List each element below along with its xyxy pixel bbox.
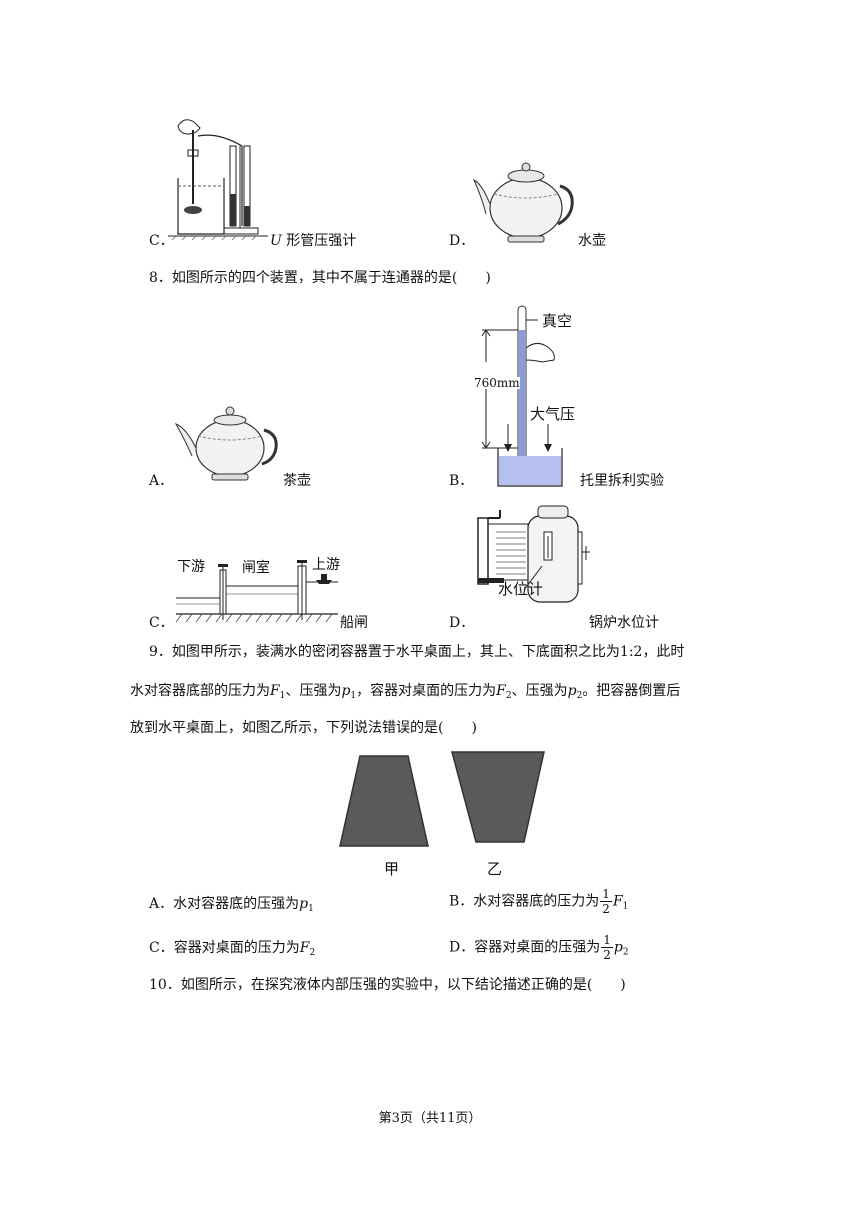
q7-option-d-label: 水壶: [578, 233, 606, 249]
q7-option-c-label-text: 形管压强计: [281, 233, 357, 249]
symbol-p: p: [567, 683, 577, 699]
fig-upstream-label: 上游: [312, 557, 340, 573]
q7-option-c-letter[interactable]: C．: [149, 233, 174, 249]
subscript-1: 1: [308, 904, 314, 914]
q8-option-b-letter[interactable]: B．: [449, 473, 474, 489]
q8-option-b-label: 托里拆利实验: [580, 473, 664, 489]
q10-stem-text: 10．如图所示，在探究液体内部压强的实验中，以下结论描述正确的是: [149, 977, 587, 993]
q9-answer-paren[interactable]: ( ): [438, 720, 477, 736]
q8-option-d-label: 锅炉水位计: [589, 615, 659, 631]
q8-option-a-label: 茶壶: [283, 473, 311, 489]
q8-option-d-letter[interactable]: D．: [449, 615, 475, 631]
q9-option-b-letter: B．: [449, 893, 474, 910]
kettle-figure-q7: [472, 162, 574, 243]
q9-stem-line-1: 9．如图甲所示，装满水的密闭容器置于水平桌面上，其上、下底面积之比为1:2，此时: [149, 645, 684, 659]
q9-option-d-letter: D．: [449, 939, 475, 956]
subscript-2: 2: [576, 691, 583, 701]
containers-figure: [339, 751, 545, 847]
q9-line2-text-d: 、压强为: [511, 683, 568, 699]
q9-line2-text-a: 水对容器底部的压力为: [130, 683, 270, 699]
q9-line2-text-b: 、压强为: [285, 683, 342, 699]
q8-option-c-letter[interactable]: C．: [149, 615, 174, 631]
q8-stem: 8．如图所示的四个装置，其中不属于连通器的是( ): [149, 271, 491, 285]
symbol-F: F: [270, 683, 280, 699]
page-footer: 第3页（共11页）: [378, 1111, 482, 1126]
boiler-water-gauge-figure: [477, 505, 590, 603]
symbol-F: F: [612, 893, 623, 910]
q9-option-a-letter: A．: [149, 896, 174, 912]
torricelli-figure: [481, 305, 563, 487]
symbol-F: F: [299, 940, 310, 956]
q9-line3-text: 放到水平桌面上，如图乙所示，下列说法错误的是: [130, 720, 438, 736]
q9-option-b-text: 水对容器底的压力为: [473, 893, 600, 910]
subscript-2: 2: [622, 947, 629, 958]
q9-option-c[interactable]: C．容器对桌面的压力为F2: [149, 941, 315, 958]
q9-line2-text-e: 。把容器倒置后: [582, 683, 681, 699]
q9-option-c-letter: C．: [149, 940, 174, 956]
q9-option-a-text: 水对容器底的压强为: [173, 896, 300, 912]
q8-option-a-letter[interactable]: A．: [149, 473, 174, 489]
q9-line2-text-c: ，容器对桌面的压力为: [356, 683, 497, 699]
q9-option-d-text: 容器对桌面的压强为: [474, 939, 601, 956]
fig-yi-label: 乙: [487, 860, 503, 878]
subscript-2: 2: [505, 691, 512, 701]
ship-lock-figure: [175, 560, 338, 623]
symbol-p: p: [341, 683, 351, 699]
fig-760mm-label: 760mm: [474, 376, 520, 390]
q8-answer-paren[interactable]: ( ): [451, 270, 491, 286]
q8-option-c-label: 船闸: [340, 615, 368, 631]
fig-vacuum-label: 真空: [542, 312, 573, 330]
u-tube-manometer-figure: [168, 119, 268, 241]
symbol-F: F: [496, 683, 506, 699]
q9-line1-text-b: ，此时: [642, 644, 685, 660]
symbol-p: p: [299, 896, 309, 912]
q8-stem-text: 8．如图所示的四个装置，其中不属于连通器的是: [149, 270, 452, 286]
q9-stem-line-3: 放到水平桌面上，如图乙所示，下列说法错误的是( ): [130, 721, 477, 735]
q7-option-c-label: U 形管压强计: [270, 234, 356, 248]
q9-option-a[interactable]: A．水对容器底的压强为p1: [149, 897, 314, 914]
teapot-figure: [174, 406, 278, 481]
subscript-1: 1: [279, 691, 286, 701]
q10-stem: 10．如图所示，在探究液体内部压强的实验中，以下结论描述正确的是( ): [149, 978, 626, 992]
fig-jia-label: 甲: [384, 860, 400, 878]
symbol-p: p: [613, 939, 623, 956]
fig-atmospheric-pressure-label: 大气压: [530, 405, 576, 423]
fig-lock-chamber-label: 闸室: [242, 560, 270, 576]
q7-option-d-letter[interactable]: D．: [449, 233, 475, 249]
fig-water-gauge-label: 水位计: [498, 580, 544, 598]
q9-option-c-text: 容器对桌面的压力为: [173, 940, 300, 956]
subscript-1: 1: [350, 691, 357, 701]
fig-downstream-label: 下游: [177, 559, 205, 575]
subscript-1: 1: [622, 901, 629, 912]
q9-line1-text-a: 9．如图甲所示，装满水的密闭容器置于水平桌面上，其上、下底面积之比为: [149, 644, 620, 660]
q10-answer-paren[interactable]: ( ): [586, 977, 626, 993]
u-variable: U: [270, 233, 282, 249]
q9-stem-line-2: 水对容器底部的压力为F1、压强为p1，容器对桌面的压力为F2、压强为p2。把容器…: [130, 684, 680, 701]
subscript-2: 2: [309, 948, 316, 958]
q9-area-ratio: 1:2: [619, 644, 643, 660]
